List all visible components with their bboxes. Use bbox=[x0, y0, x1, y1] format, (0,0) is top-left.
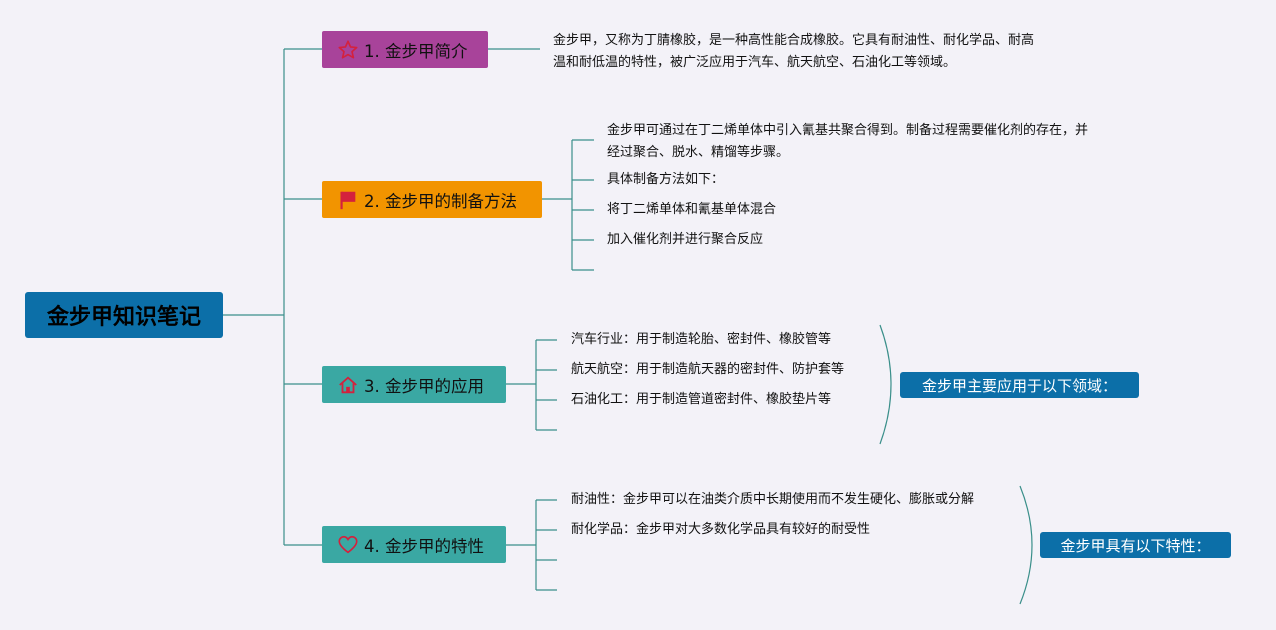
heart-icon bbox=[336, 533, 360, 557]
summary-applications[interactable]: 金步甲主要应用于以下领域： bbox=[900, 372, 1139, 398]
branch-applications-label: 3. 金步甲的应用 bbox=[364, 376, 484, 396]
leaf-preparation-overview: 金步甲可通过在丁二烯单体中引入氰基共聚合得到。制备过程需要催化剂的存在，并经过聚… bbox=[607, 123, 1089, 160]
branch-intro[interactable]: 1. 金步甲简介 bbox=[322, 31, 488, 68]
branch-intro-label: 1. 金步甲简介 bbox=[364, 41, 468, 61]
leaf-preparation-methods-heading: 具体制备方法如下： bbox=[607, 172, 725, 187]
branch-preparation[interactable]: 2. 金步甲的制备方法 bbox=[322, 181, 542, 218]
flag-icon bbox=[336, 188, 360, 212]
branch-preparation-label: 2. 金步甲的制备方法 bbox=[364, 191, 517, 211]
branch-applications[interactable]: 3. 金步甲的应用 bbox=[322, 366, 506, 403]
leaf-application-aerospace: 航天航空：用于制造航天器的密封件、防护套等 bbox=[571, 362, 845, 377]
leaf-property-chemical-resistance: 耐化学品：金步甲对大多数化学品具有较好的耐受性 bbox=[571, 522, 871, 537]
summary-applications-label: 金步甲主要应用于以下领域： bbox=[921, 376, 1117, 395]
root-topic[interactable]: 金步甲知识笔记 bbox=[25, 292, 223, 338]
leaf-application-petrochemical: 石油化工：用于制造管道密封件、橡胶垫片等 bbox=[571, 392, 832, 407]
home-icon bbox=[336, 373, 360, 397]
summary-properties[interactable]: 金步甲具有以下特性： bbox=[1040, 532, 1231, 558]
branch-properties-label: 4. 金步甲的特性 bbox=[364, 536, 484, 556]
leaf-intro-text: 金步甲，又称为丁腈橡胶，是一种高性能合成橡胶。它具有耐油性、耐化学品、耐高温和耐… bbox=[553, 33, 1035, 70]
leaf-preparation-step-mix: 将丁二烯单体和氰基单体混合 bbox=[607, 202, 777, 217]
summary-properties-label: 金步甲具有以下特性： bbox=[1060, 536, 1211, 555]
root-topic-label: 金步甲知识笔记 bbox=[46, 305, 201, 330]
branch-properties[interactable]: 4. 金步甲的特性 bbox=[322, 526, 506, 563]
star-icon bbox=[336, 38, 360, 62]
leaf-application-automotive: 汽车行业：用于制造轮胎、密封件、橡胶管等 bbox=[571, 332, 832, 347]
leaf-preparation-step-catalyst: 加入催化剂并进行聚合反应 bbox=[607, 232, 764, 247]
leaf-property-oil-resistance: 耐油性：金步甲可以在油类介质中长期使用而不发生硬化、膨胀或分解 bbox=[571, 492, 975, 507]
